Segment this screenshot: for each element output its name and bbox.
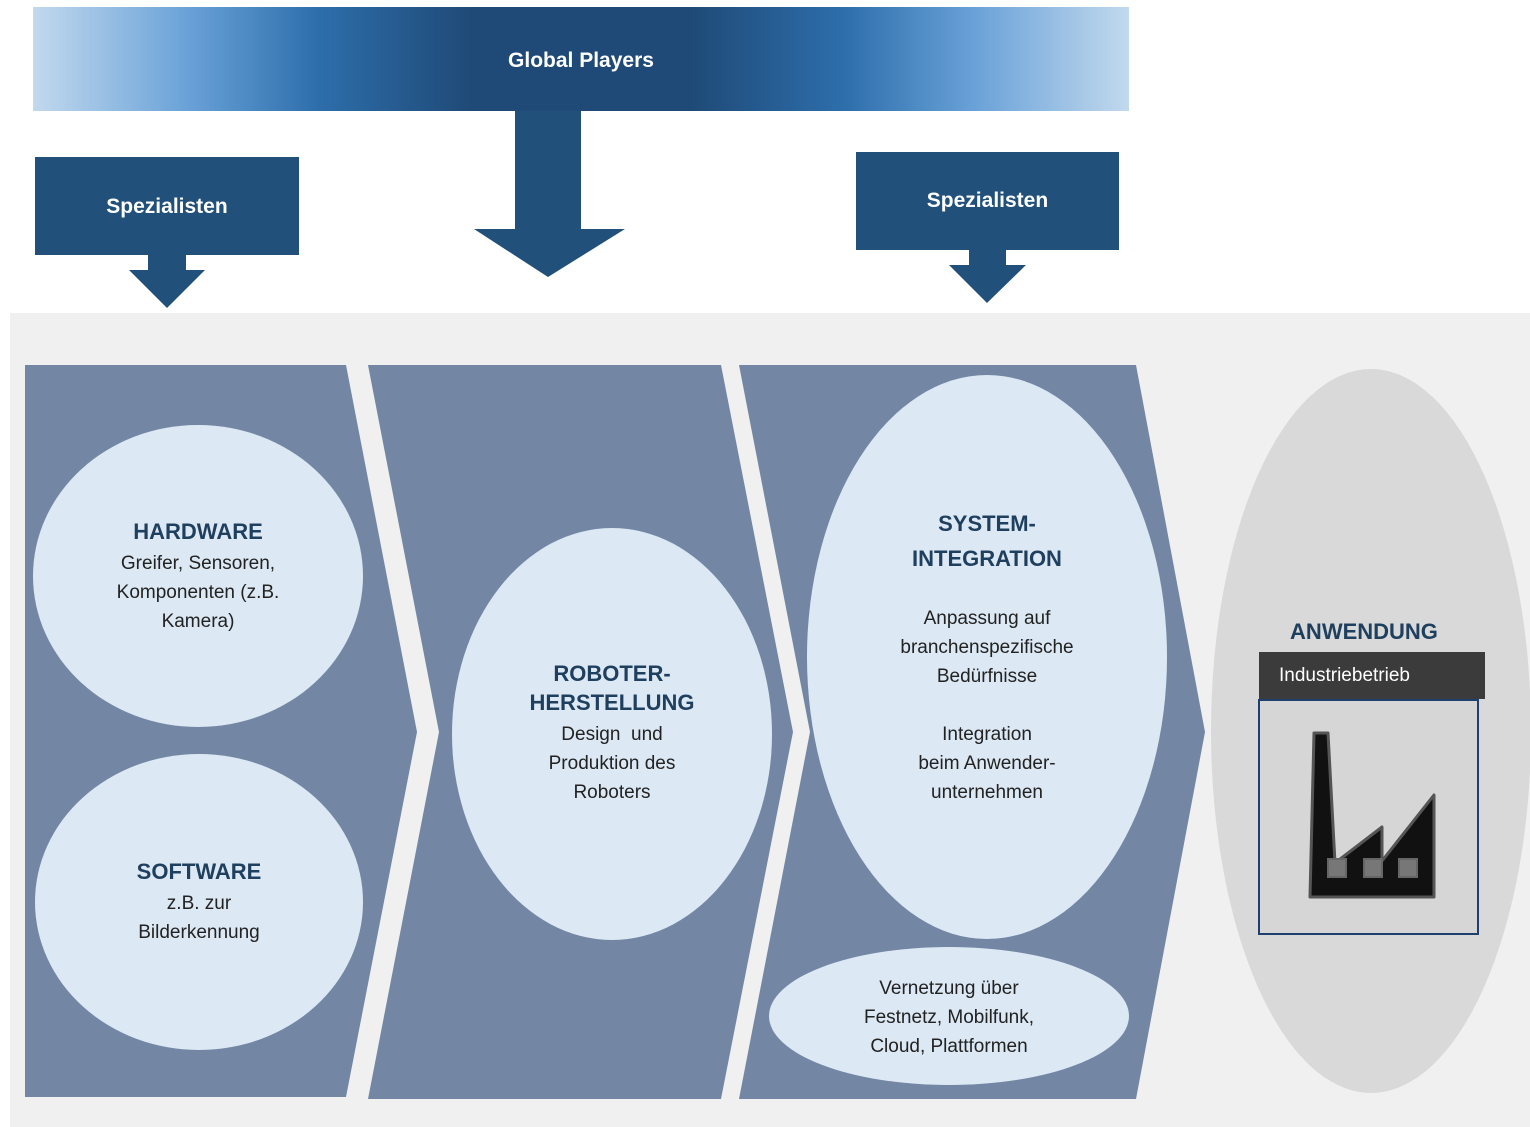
system-line: unternehmen: [931, 782, 1043, 803]
spezialisten-box-right: Spezialisten: [856, 152, 1119, 250]
factory-box: [1258, 699, 1479, 935]
spezialisten-box-left: Spezialisten: [35, 157, 299, 255]
vernetzung-text: Vernetzung über Festnetz, Mobilfunk, Clo…: [819, 974, 1079, 1061]
spezialisten-right-label: Spezialisten: [926, 189, 1049, 212]
system-title-line: INTEGRATION: [912, 546, 1062, 571]
industriebetrieb-label: Industriebetrieb: [1259, 652, 1485, 699]
roboter-text: ROBOTER- HERSTELLUNG Design und Produkti…: [492, 656, 732, 807]
hardware-line: Komponenten (z.B.: [116, 582, 280, 603]
roboter-ellipse: [452, 528, 772, 940]
roboter-line: Design und: [561, 724, 663, 745]
hardware-ellipse: [33, 425, 363, 727]
hardware-line: Greifer, Sensoren,: [120, 553, 276, 574]
software-ellipse: [35, 754, 363, 1050]
roboter-title-line: ROBOTER-: [553, 661, 671, 686]
spezialisten-left-arrow: [129, 255, 205, 308]
industriebetrieb-text: Industriebetrieb: [1279, 664, 1410, 686]
vernetzung-line: Festnetz, Mobilfunk,: [863, 1007, 1035, 1028]
vernetzung-line: Vernetzung über: [879, 978, 1019, 999]
system-line: Integration: [942, 724, 1032, 745]
software-line: Bilderkennung: [138, 922, 260, 943]
software-title: SOFTWARE: [136, 859, 262, 884]
vernetzung-line: Cloud, Plattformen: [870, 1036, 1028, 1057]
global-players-banner: Global Players: [33, 7, 1129, 111]
system-text: SYSTEM- INTEGRATION Anpassung auf branch…: [857, 506, 1117, 807]
global-players-label: Global Players: [508, 49, 654, 72]
spezialisten-right-arrow: [949, 250, 1026, 303]
roboter-line: Roboters: [573, 782, 651, 803]
software-text: SOFTWARE z.B. zur Bilderkennung: [79, 854, 319, 947]
system-line: beim Anwender-: [918, 753, 1056, 774]
anwendung-text: ANWENDUNG: [1264, 614, 1464, 649]
system-line: Bedürfnisse: [936, 666, 1038, 687]
software-line: z.B. zur: [166, 893, 232, 914]
system-ellipse: [807, 375, 1167, 939]
system-line: branchenspezifische: [900, 637, 1074, 658]
vernetzung-ellipse: [769, 947, 1129, 1085]
system-title-line: SYSTEM-: [938, 511, 1036, 536]
factory-icon: [1308, 731, 1436, 899]
anwendung-title: ANWENDUNG: [1290, 619, 1438, 644]
hardware-line: Kamera): [161, 611, 235, 632]
system-line: Anpassung auf: [923, 608, 1051, 629]
roboter-title-line: HERSTELLUNG: [529, 690, 695, 715]
hardware-text: HARDWARE Greifer, Sensoren, Komponenten …: [78, 514, 318, 636]
hardware-title: HARDWARE: [133, 519, 263, 544]
spezialisten-left-label: Spezialisten: [106, 195, 228, 218]
roboter-line: Produktion des: [548, 753, 676, 774]
global-players-arrow: [474, 111, 625, 277]
